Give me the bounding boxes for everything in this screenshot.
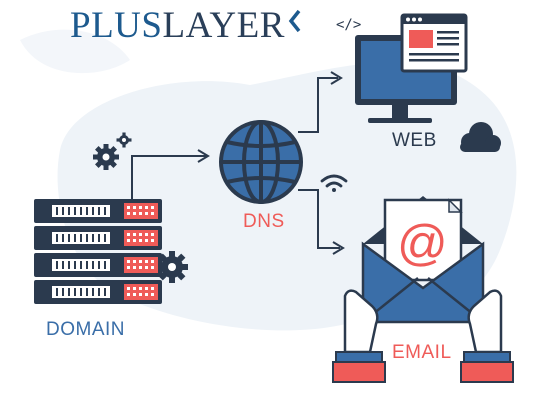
globe-icon: [219, 120, 303, 204]
logo-text-layer: LAYER: [162, 5, 285, 46]
gear-icon: [93, 144, 119, 170]
email-label: EMAIL: [392, 342, 452, 363]
wifi-icon: [320, 174, 348, 192]
web-label: WEB: [392, 130, 437, 151]
left-hand-icon: [332, 289, 386, 383]
code-tag-icon: </>: [336, 17, 362, 33]
logo-chevron-icon: [288, 9, 301, 33]
server-rack-icon: [34, 199, 162, 304]
server-unit: [34, 226, 162, 250]
dns-label: DNS: [243, 211, 285, 232]
arrow-dns-to-email: [298, 189, 345, 255]
arrow-dns-to-web: [298, 71, 343, 133]
at-symbol: @: [397, 215, 448, 271]
arrow-domain-to-dns: [131, 149, 210, 206]
right-hand-icon: [460, 289, 514, 383]
pluslayer-logo: PLUSLAYER: [70, 2, 301, 50]
gear-small-icon: [116, 132, 132, 148]
logo-text-plus: PLUS: [70, 5, 163, 46]
server-unit: [34, 253, 162, 277]
server-unit: [34, 199, 162, 223]
cloud-icon: [460, 122, 501, 152]
browser-window-icon: [400, 13, 468, 73]
domain-label: DOMAIN: [46, 319, 125, 340]
server-unit: [34, 280, 162, 304]
email-envelope-icon: [361, 196, 485, 324]
